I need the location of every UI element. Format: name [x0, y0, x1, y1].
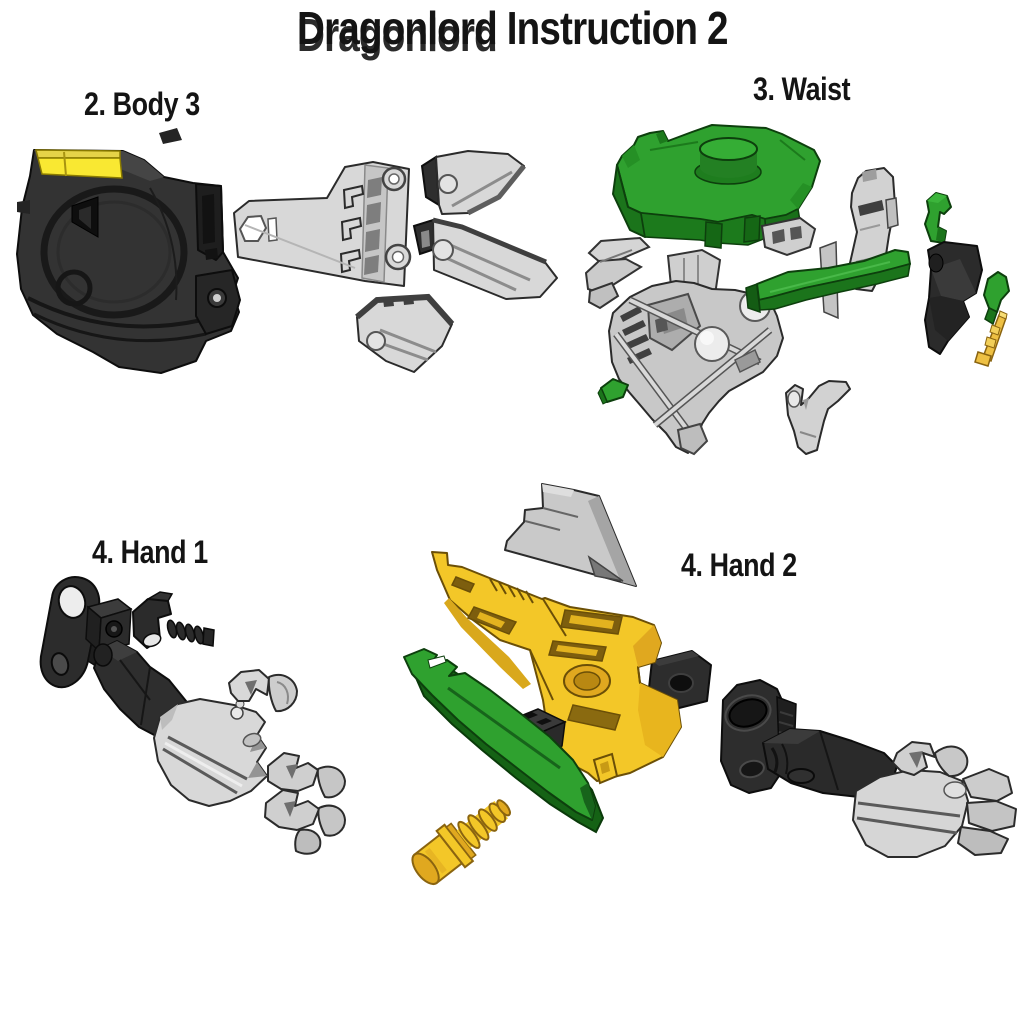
- body3-antenna-tip: [159, 128, 182, 144]
- label-body3: 2. Body 3: [84, 86, 200, 122]
- body3-backplate-part: [233, 161, 412, 287]
- waist-hinge-bracket-part: [760, 216, 817, 257]
- label-hand1: 4. Hand 1: [92, 534, 208, 570]
- waist-green-chip-part: [597, 378, 629, 405]
- waist-green-hook-part: [924, 192, 952, 244]
- waist-green-belt-part: [745, 249, 911, 314]
- hand1-clamp-screw-part: [132, 591, 215, 649]
- section-hand1-parts: [39, 576, 346, 855]
- body3-yellow-stripe: [37, 157, 123, 179]
- waist-top-plate-part: [612, 124, 821, 249]
- section-hand2-parts: [403, 483, 1017, 886]
- hand2-forearm-part: [762, 728, 898, 798]
- body3-armor-plate-bottom: [355, 293, 455, 373]
- hand2-gauntlet-part: [431, 551, 682, 785]
- waist-gray-hook-part: [785, 380, 851, 455]
- label-hand2: 4. Hand 2: [681, 547, 797, 583]
- hand2-fist-part: [852, 741, 1017, 858]
- waist-black-shard-part: [924, 241, 983, 355]
- waist-green-shard-part: [983, 271, 1010, 326]
- hand2-gray-bracket-part: [504, 483, 637, 587]
- hand1-finger-upper-part: [267, 752, 346, 799]
- body3-armor-plate-top: [420, 150, 526, 216]
- body3-torso-part: [16, 128, 241, 374]
- body3-armor-plate-middle: [412, 217, 558, 300]
- section-body3-parts: [16, 128, 558, 374]
- waist-left-wedge-part: [584, 236, 651, 310]
- waist-gold-pin-part: [974, 310, 1008, 367]
- hand2-green-blade-part: [403, 648, 605, 834]
- section-waist-parts: [584, 124, 1010, 456]
- hand1-palm-part: [153, 698, 268, 807]
- hand1-claw-part: [228, 669, 298, 713]
- hand1-finger-lower-part: [264, 789, 346, 855]
- hand1-box-bracket-part: [85, 598, 133, 653]
- label-waist: 3. Waist: [753, 71, 851, 107]
- hand2-gold-screw-part: [411, 799, 511, 886]
